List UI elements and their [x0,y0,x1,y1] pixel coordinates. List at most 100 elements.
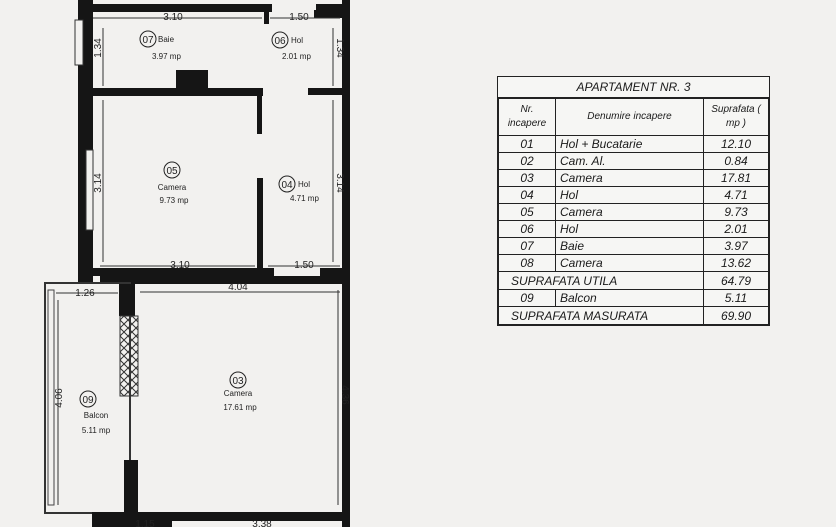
svg-text:9.73 mp: 9.73 mp [160,196,189,205]
row-name: Camera [555,254,704,272]
room-07-label: 07 Baie 3.97 mp [139,30,181,61]
row-name: Hol [555,220,704,238]
balcony-rail [47,289,55,506]
wall-bath-block [176,70,208,88]
table-row: 02 Cam. Al. 0.84 [498,152,769,170]
dim-balcony-height: 4.06 [54,388,65,408]
svg-text:Baie: Baie [158,35,175,44]
wall-top-stub [314,10,344,18]
dim-bottom-right: 3.38 [252,519,272,527]
row-nr: 04 [498,186,556,204]
row-name: Hol + Bucatarie [555,135,704,153]
window-left-upper [74,19,84,66]
row-area: 13.62 [703,254,769,272]
svg-text:Camera: Camera [224,389,253,398]
row-area: 3.97 [703,237,769,255]
wall-top [78,4,272,12]
dim-bath-left: 1.34 [93,38,104,58]
dimension-lines [56,17,340,505]
row-area: 12.10 [703,135,769,153]
svg-text:17.61 mp: 17.61 mp [223,403,257,412]
svg-text:04: 04 [281,180,293,191]
balcony-row: 09 Balcon 5.11 [498,289,769,307]
svg-text:4.71 mp: 4.71 mp [290,194,319,203]
row-nr: 06 [498,220,556,238]
window-left-mid [85,149,94,231]
useful-area-row: SUPRAFATA UTILA 64.79 [498,271,769,290]
header-nr: Nr. incapere [498,98,556,136]
balcony-area: 5.11 [703,289,769,307]
wall-hall-stub [308,88,344,95]
table-row: 08 Camera 13.62 [498,254,769,272]
wall-bottom-left [92,516,172,527]
dim-mid-bottom-right: 1.50 [294,260,314,271]
table-row: 06 Hol 2.01 [498,220,769,238]
dim-mid-right: 3.14 [334,173,345,193]
svg-text:07: 07 [142,35,154,46]
svg-text:Balcon: Balcon [84,411,108,420]
row-nr: 05 [498,203,556,221]
svg-text:5.11 mp: 5.11 mp [82,426,111,435]
legend-header-row: Nr. incapere Denumire incapere Suprafata… [498,98,769,136]
measured-area-row: SUPRAFATA MASURATA 69.90 [498,306,769,325]
row-area: 0.84 [703,152,769,170]
wall-room03-top [100,276,344,284]
dim-balcony-top: 1.26 [75,288,95,299]
svg-text:3.97 mp: 3.97 mp [152,52,181,61]
row-nr: 02 [498,152,556,170]
svg-text:03: 03 [232,376,244,387]
wall-balcony-lower [124,460,138,516]
svg-text:Hol: Hol [298,180,310,189]
dim-mid-bottom-left: 3.10 [170,260,190,271]
wall-partition-low [257,178,263,270]
wall-mid-bottom [78,268,274,276]
svg-text:06: 06 [274,36,286,47]
legend-grid: Nr. incapere Denumire incapere Suprafata… [498,98,769,325]
header-area: Suprafata ( mp ) [703,98,769,136]
wall-mid-bottom-right [320,268,344,276]
wall-right [342,0,350,527]
svg-text:09: 09 [82,395,94,406]
hatched-column [119,315,139,397]
room-03-label: 03 Camera 17.61 mp [223,371,257,412]
row-nr: 01 [498,135,556,153]
measured-area-value: 69.90 [703,306,769,325]
dim-room03-top: 4.04 [228,282,248,293]
svg-text:Hol: Hol [291,36,303,45]
dim-bottom-left: 1.15 [135,519,155,527]
table-row: 04 Hol 4.71 [498,186,769,204]
row-name: Cam. Al. [555,152,704,170]
useful-area-label: SUPRAFATA UTILA [498,271,704,290]
wall-balcony-partition [119,284,135,316]
dim-mid-left: 3.14 [93,173,104,193]
table-row: 03 Camera 17.81 [498,169,769,187]
row-nr: 03 [498,169,556,187]
row-area: 17.81 [703,169,769,187]
row-area: 4.71 [703,186,769,204]
row-name: Camera [555,203,704,221]
row-name: Camera [555,169,704,187]
measured-area-label: SUPRAFATA MASURATA [498,306,704,325]
table-row: 07 Baie 3.97 [498,237,769,255]
dim-top-right: 1.50 [289,12,309,23]
row-name: Hol [555,186,704,204]
svg-text:05: 05 [166,166,178,177]
legend-title: APARTAMENT NR. 3 [498,77,769,98]
room-04-label: 04 Hol 4.71 mp [278,175,319,203]
balcony-name: Balcon [555,289,704,307]
row-area: 2.01 [703,220,769,238]
dim-top-left: 3.10 [163,12,183,23]
header-name: Denumire incapere [555,98,704,136]
dim-bath-right: 1.34 [334,38,345,58]
wall-bottom [92,512,348,521]
balcony-nr: 09 [498,289,556,307]
svg-text:2.01 mp: 2.01 mp [282,52,311,61]
balcony-frame [44,282,131,514]
room-09-label: 09 Balcon 5.11 mp [79,390,111,435]
area-legend-table: APARTAMENT NR. 3 Nr. incapere Denumire i… [497,76,770,326]
wall-partition-top [264,10,269,24]
row-area: 9.73 [703,203,769,221]
svg-text:Camera: Camera [158,183,187,192]
dim-room03-height: 4.36 [339,385,350,405]
